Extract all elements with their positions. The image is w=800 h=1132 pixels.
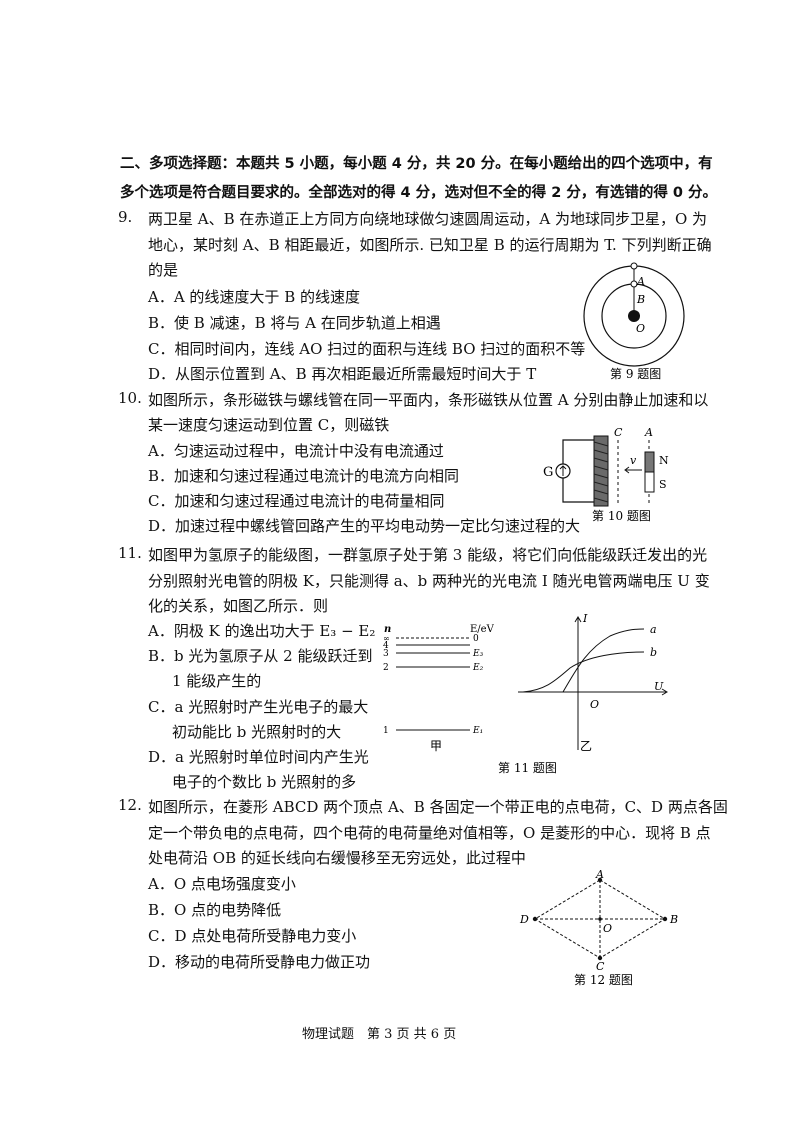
section-heading-line2: 多个选项是符合题目要求的。全部选对的得 4 分，选对但不全的得 2 分，有选错的… <box>120 185 718 201</box>
q12-option-b: B．O 点的电势降低 <box>148 901 282 919</box>
q11-option-a: A．阴极 K 的逸出功大于 E₃ − E₂ <box>148 622 376 640</box>
q11-option-c-line1: C．a 光照射时产生光电子的最大 <box>148 698 369 716</box>
q9-number: 9. <box>118 208 133 226</box>
q11-option-b-line2: 1 能级产生的 <box>172 672 262 690</box>
q12-caption: 第 12 题图 <box>574 973 633 987</box>
solenoid <box>593 435 609 507</box>
label-yi: 乙 <box>580 739 592 753</box>
label-a: A <box>595 868 604 881</box>
label-jia: 甲 <box>430 739 442 753</box>
q12-option-c: C．D 点处电荷所受静电力变小 <box>148 927 357 945</box>
n-label: n <box>384 624 391 635</box>
level-4-label: 4 <box>383 641 389 651</box>
q12-option-a: A．O 点电场强度变小 <box>148 875 296 893</box>
charge-b <box>662 916 668 922</box>
charge-d <box>532 916 538 922</box>
q12-stem-line2: 定一个带负电的点电荷，四个电荷的电荷量绝对值相等，O 是菱形的中心．现将 B 点 <box>148 824 711 842</box>
solenoid-coils <box>593 441 609 503</box>
q11-option-d-line1: D．a 光照射时单位时间内产生光 <box>148 748 369 766</box>
q10-option-c: C．加速和匀速过程通过电流计的电荷量相同 <box>148 492 445 510</box>
section-heading-line1: 二、多项选择题：本题共 5 小题，每小题 4 分，共 20 分。在每小题给出的四… <box>120 156 713 172</box>
label-b: B <box>669 913 678 926</box>
q9-option-d: D．从图示位置到 A、B 再次相距最近所需最短时间大于 T <box>148 365 537 383</box>
velocity-arrowhead <box>624 466 630 474</box>
u-axis-arrow <box>661 688 668 696</box>
energy-0: 0 <box>473 634 479 644</box>
q9-option-c: C．相同时间内，连线 AO 扫过的面积与连线 BO 扫过的面积不等 <box>148 340 586 358</box>
satellite-a <box>630 262 638 270</box>
label-c: C <box>614 426 623 439</box>
axis-i-label: I <box>582 612 588 625</box>
label-o: O <box>603 922 612 935</box>
circuit-wire <box>562 439 594 503</box>
label-b: B <box>636 293 645 306</box>
magnet-s-pole <box>644 471 655 493</box>
q9-option-a: A．A 的线速度大于 B 的线速度 <box>148 288 360 306</box>
q9-caption: 第 9 题图 <box>610 367 661 381</box>
energy-e1: E₁ <box>472 726 483 736</box>
origin-label: O <box>590 698 599 711</box>
satellite-b <box>630 280 638 288</box>
charge-c <box>597 955 603 961</box>
q10-magnet-figure: G C A v N S 第 10 题图 <box>543 426 669 523</box>
level-2-label: 2 <box>383 663 389 673</box>
energy-e3: E₃ <box>472 649 484 659</box>
q9-stem-line3: 的是 <box>148 261 179 279</box>
center-o <box>598 917 602 921</box>
axis-u-label: U <box>654 680 664 693</box>
level-1-label: 1 <box>383 726 389 736</box>
level-3-label: 3 <box>383 649 389 659</box>
q11-stem-line3: 化的关系，如图乙所示．则 <box>148 597 329 615</box>
q10-stem-line2: 某一速度匀速运动到位置 C，则磁铁 <box>148 416 390 434</box>
level-inf-label: ∞ <box>383 634 390 643</box>
q12-rhombus-figure: A D B C O 第 12 题图 <box>519 868 678 987</box>
curve-a-label: a <box>650 623 657 636</box>
q9-stem-line1: 两卫星 A、B 在赤道正上方同方向绕地球做匀速圆周运动，A 为地球同步卫星，O … <box>148 210 708 228</box>
q12-stem-line1: 如图所示，在菱形 ABCD 两个顶点 A、B 各固定一个带正电的点电荷，C、D … <box>148 798 728 816</box>
q11-stem-line2: 分别照射光电管的阴极 K，只能测得 a、b 两种光的光电流 I 随光电管两端电压… <box>148 572 710 590</box>
q9-option-b: B．使 B 减速，B 将与 A 在同步轨道上相遇 <box>148 314 441 332</box>
q10-option-a: A．匀速运动过程中，电流计中没有电流通过 <box>148 442 444 460</box>
label-o: O <box>636 322 645 335</box>
label-n: N <box>659 454 669 467</box>
curve-a <box>562 628 645 693</box>
q12-stem-line3: 处电荷沿 OB 的延长线向右缓慢移至无穷远处，此过程中 <box>148 849 526 867</box>
label-c: C <box>596 960 605 973</box>
q9-orbit-figure: A B O 第 9 题图 <box>583 262 685 381</box>
i-axis-arrow <box>574 616 582 623</box>
label-a: A <box>636 275 645 288</box>
curve-b-label: b <box>650 646 657 659</box>
q11-option-b-line1: B．b 光为氢原子从 2 能级跃迁到 <box>148 647 373 665</box>
page-footer: 物理试题 第 3 页 共 6 页 <box>302 1027 457 1042</box>
q11-option-c-line2: 初动能比 b 光照射时的大 <box>172 723 342 741</box>
magnet-n-pole <box>644 451 655 473</box>
q10-number: 10. <box>118 389 142 407</box>
q9-stem-line2: 地心，某时刻 A、B 相距最近，如图所示. 已知卫星 B 的运行周期为 T. 下… <box>148 236 712 254</box>
q11-stem-line1: 如图甲为氢原子的能级图，一群氢原子处于第 3 能级，将它们向低能级跃迁发出的光 <box>148 546 708 564</box>
q12-number: 12. <box>118 796 142 814</box>
energy-e2: E₂ <box>472 663 484 673</box>
galvanometer-needle <box>559 465 567 476</box>
q10-option-d: D．加速过程中螺线管回路产生的平均电动势一定比匀速过程的大 <box>148 517 581 535</box>
q12-option-d: D．移动的电荷所受静电力做正功 <box>148 953 371 971</box>
label-a: A <box>644 426 653 439</box>
earth <box>628 310 640 322</box>
curve-b <box>522 651 645 693</box>
energy-unit-label: E/eV <box>470 624 495 635</box>
label-g: G <box>543 465 553 480</box>
q11-number: 11. <box>118 544 142 562</box>
q11-option-d-line2: 电子的个数比 b 光照射的多 <box>172 773 357 791</box>
charge-a <box>597 877 603 883</box>
q10-caption: 第 10 题图 <box>592 509 651 523</box>
label-v: v <box>630 454 637 467</box>
label-s: S <box>659 478 667 491</box>
q11-caption: 第 11 题图 <box>498 761 557 775</box>
q10-stem-line1: 如图所示，条形磁铁与螺线管在同一平面内，条形磁铁从位置 A 分别由静止加速和以 <box>148 391 709 409</box>
q10-option-b: B．加速和匀速过程通过电流计的电流方向相同 <box>148 467 460 485</box>
label-d: D <box>519 913 529 926</box>
q11-figures: n E/eV ∞ 0 4 3 E₃ 2 E₂ 1 E₁ 甲 U I O a b … <box>383 612 668 775</box>
